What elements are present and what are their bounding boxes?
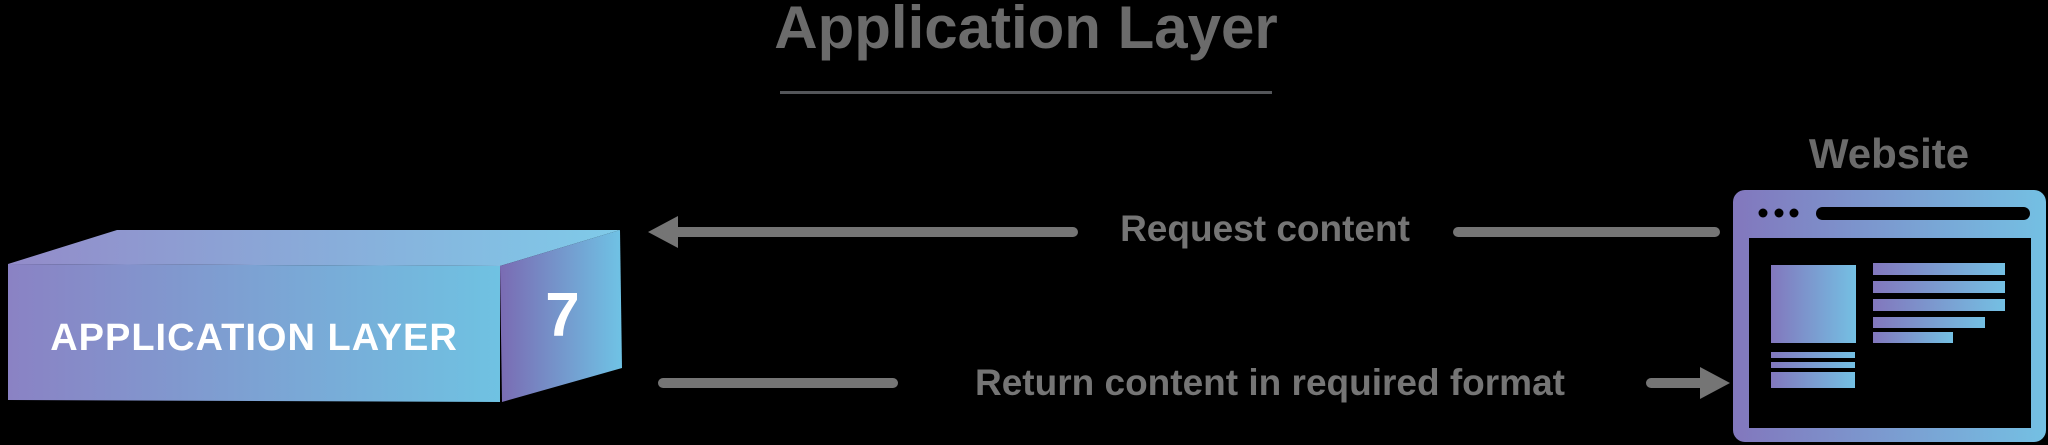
box-side-face [500, 230, 622, 402]
content-caption-lines [1771, 352, 1855, 388]
website-label: Website [1808, 130, 1970, 177]
return-content-label: Return content in required format [975, 362, 1565, 403]
content-text-lines [1873, 263, 2005, 343]
browser-buttons-icon [1758, 208, 1799, 218]
arrow-right-icon [1700, 367, 1730, 399]
url-bar-icon [1816, 207, 2030, 220]
box-front-face [8, 264, 500, 402]
application-layer-box [8, 230, 622, 402]
box-top-face [8, 230, 620, 266]
layer-box-label: APPLICATION LAYER [50, 317, 458, 359]
title-underline [780, 91, 1272, 94]
request-arrow-shaft-right [1453, 227, 1720, 237]
return-arrow-shaft-right [1646, 378, 1706, 388]
request-content-label: Request content [1120, 208, 1410, 249]
browser-window-icon [1733, 190, 2046, 442]
content-image-block [1771, 265, 1856, 343]
request-arrow-shaft [662, 227, 1078, 237]
layer-number: 7 [545, 281, 580, 350]
page-title: Application Layer [774, 0, 1278, 61]
return-arrow-shaft-left [658, 378, 898, 388]
